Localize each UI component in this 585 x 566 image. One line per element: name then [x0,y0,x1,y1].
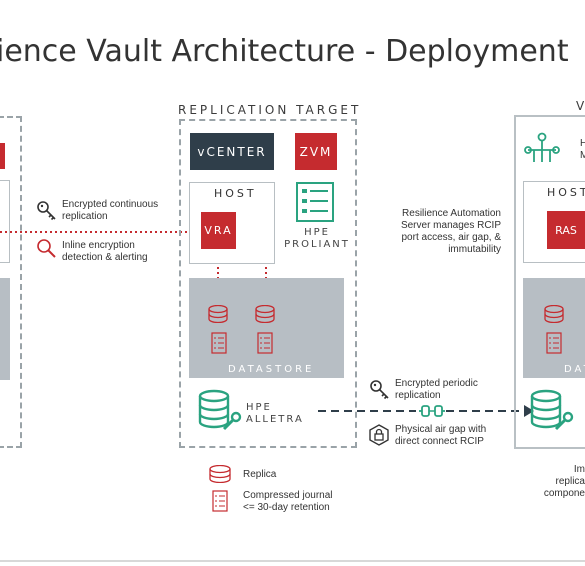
journal-icon [211,332,227,359]
target-datastore [189,278,344,378]
source-datastore [0,278,10,380]
legend-replica-label: Replica [243,469,277,480]
replica-disk-icon [208,304,228,328]
legend-journal-icon [212,490,228,517]
vault-label-partial: V [576,99,585,113]
hpe-alletra-label: HPE ALLETRA [246,402,304,425]
air-gap-plug-icon [419,402,445,425]
legend-journal-label: Compressed journal <= 30-day retention [243,490,333,513]
lock-icon [369,424,389,451]
vault-storage-icon [528,389,574,438]
replica-disk-icon [544,304,564,328]
ras-box: RAS [547,211,585,249]
hpe-proliant-label: HPE PROLIANT [284,227,350,250]
vra-box: VRA [201,212,236,249]
vcenter-box: vCENTER [190,133,274,170]
vault-network-text-partial: H M [580,138,585,161]
air-gap-note: Physical air gap with direct connect RCI… [395,424,487,447]
encrypted-periodic-note: Encrypted periodic replication [395,378,478,401]
vault-bottom-text-partial: Im replica compone [543,464,585,499]
journal-icon [257,332,273,359]
zvm-box: ZVM [295,133,337,170]
resilience-automation-note: Resilience Automation Server manages RCI… [400,208,501,255]
legend-replica-icon [209,464,231,488]
proliant-server-icon [296,182,334,222]
replica-disk-icon [255,304,275,328]
replication-target-label: REPLICATION TARGET [178,103,362,117]
key-icon [36,200,58,222]
encrypted-continuous-note: Encrypted continuous replication [62,199,159,222]
page-title: ience Vault Architecture - Deployment [0,34,569,69]
target-datastore-label: DATASTORE [228,364,315,375]
journal-icon [546,332,562,359]
vault-datastore [523,278,585,378]
source-host-box [0,180,10,263]
vault-host-label: HOST [547,186,585,199]
network-icon [524,132,560,171]
alletra-storage-icon [196,389,242,438]
target-host-label: HOST [214,187,257,200]
source-red-box [0,143,5,169]
key-icon [369,379,391,401]
source-site-frame [0,116,22,448]
replication-target-frame [179,119,357,448]
vault-datastore-label-partial: DAT [564,364,585,375]
inline-encryption-note: Inline encryption detection & alerting [62,240,148,263]
slide-bottom-divider [0,560,585,562]
vault-frame [514,115,585,449]
magnifier-icon [36,238,58,260]
